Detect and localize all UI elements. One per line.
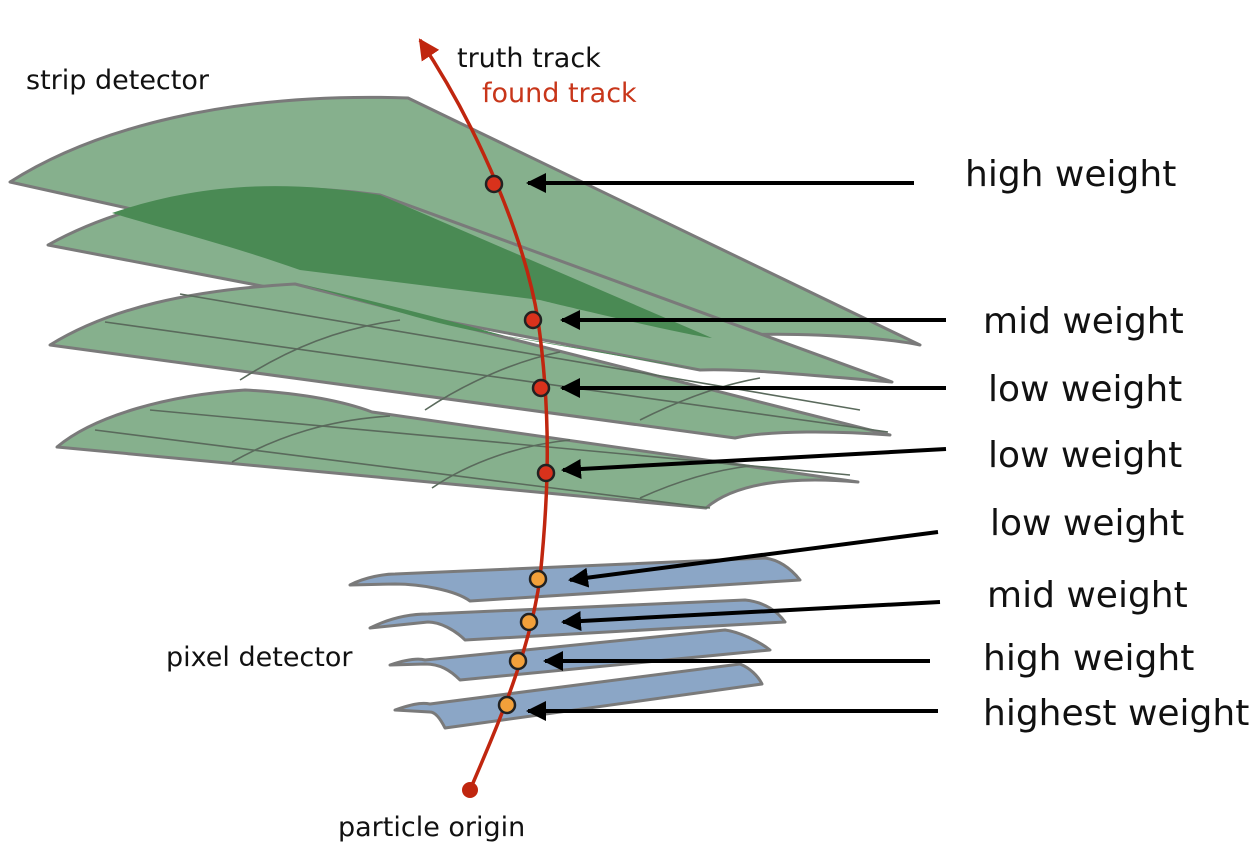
strip-overlap-region	[112, 186, 712, 338]
pixel-layer-4	[393, 662, 764, 730]
particle-origin-label: particle origin	[338, 812, 525, 843]
strip-detector-label: strip detector	[26, 65, 210, 96]
weight-label-7: high weight	[983, 638, 1194, 679]
weight-label-5: low weight	[990, 503, 1184, 544]
weight-label-1: high weight	[965, 154, 1176, 195]
weight-arrow	[561, 447, 947, 479]
strip-hit	[531, 378, 551, 398]
weight-arrow	[568, 530, 939, 588]
truth-track-label: truth track	[457, 43, 601, 74]
pixel-detector-label: pixel detector	[166, 642, 353, 673]
weight-label-6: mid weight	[987, 575, 1188, 616]
pixel-layer-3	[388, 628, 772, 682]
strip-layer-1	[8, 95, 922, 347]
strip-hit	[536, 463, 556, 483]
strip-layer-3	[48, 282, 892, 440]
pixel-hit	[528, 569, 548, 589]
weight-label-2: mid weight	[983, 301, 1184, 342]
strip-hit	[523, 310, 543, 330]
pixel-hit	[508, 651, 528, 671]
strip-hit	[484, 174, 504, 194]
weight-label-8: highest weight	[983, 693, 1249, 734]
weight-label-4: low weight	[988, 435, 1182, 476]
strip-layer-4	[55, 388, 860, 510]
particle-origin-dot	[462, 782, 478, 798]
found-track-label: found track	[482, 78, 637, 109]
pixel-hit	[519, 612, 539, 632]
weight-label-3: low weight	[988, 369, 1182, 410]
pixel-hit	[497, 695, 517, 715]
weight-arrow	[561, 600, 941, 632]
strip-layer-2	[46, 186, 894, 384]
